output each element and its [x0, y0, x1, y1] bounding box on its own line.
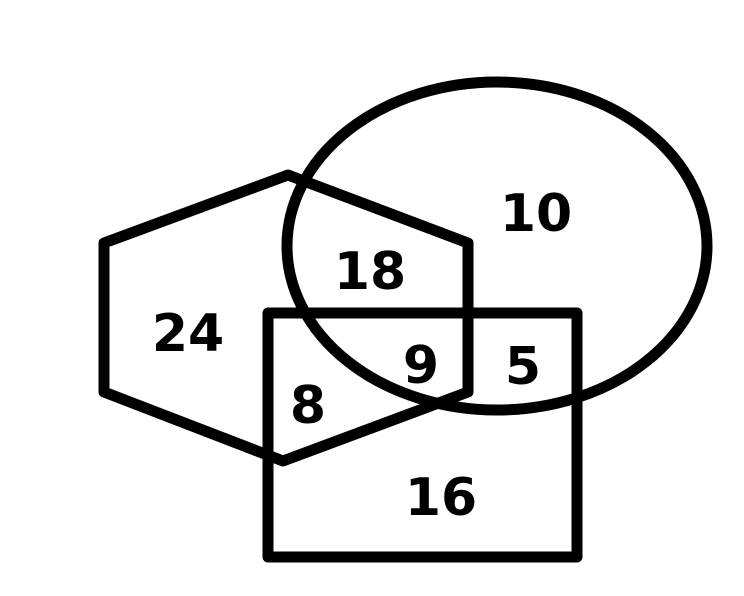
region-label-all-three: 9: [403, 336, 439, 396]
region-label-hexagon-rectangle: 8: [290, 376, 326, 436]
region-label-rectangle-only: 16: [405, 468, 477, 528]
region-label-hexagon-circle: 18: [334, 242, 406, 302]
circle-shape: [281, 76, 713, 416]
rectangle-shape: [262, 307, 583, 563]
region-label-hexagon-only: 24: [152, 304, 224, 364]
hexagon-shape: [98, 169, 474, 467]
region-label-circle-only: 10: [500, 184, 572, 244]
region-label-circle-rectangle: 5: [505, 337, 541, 397]
